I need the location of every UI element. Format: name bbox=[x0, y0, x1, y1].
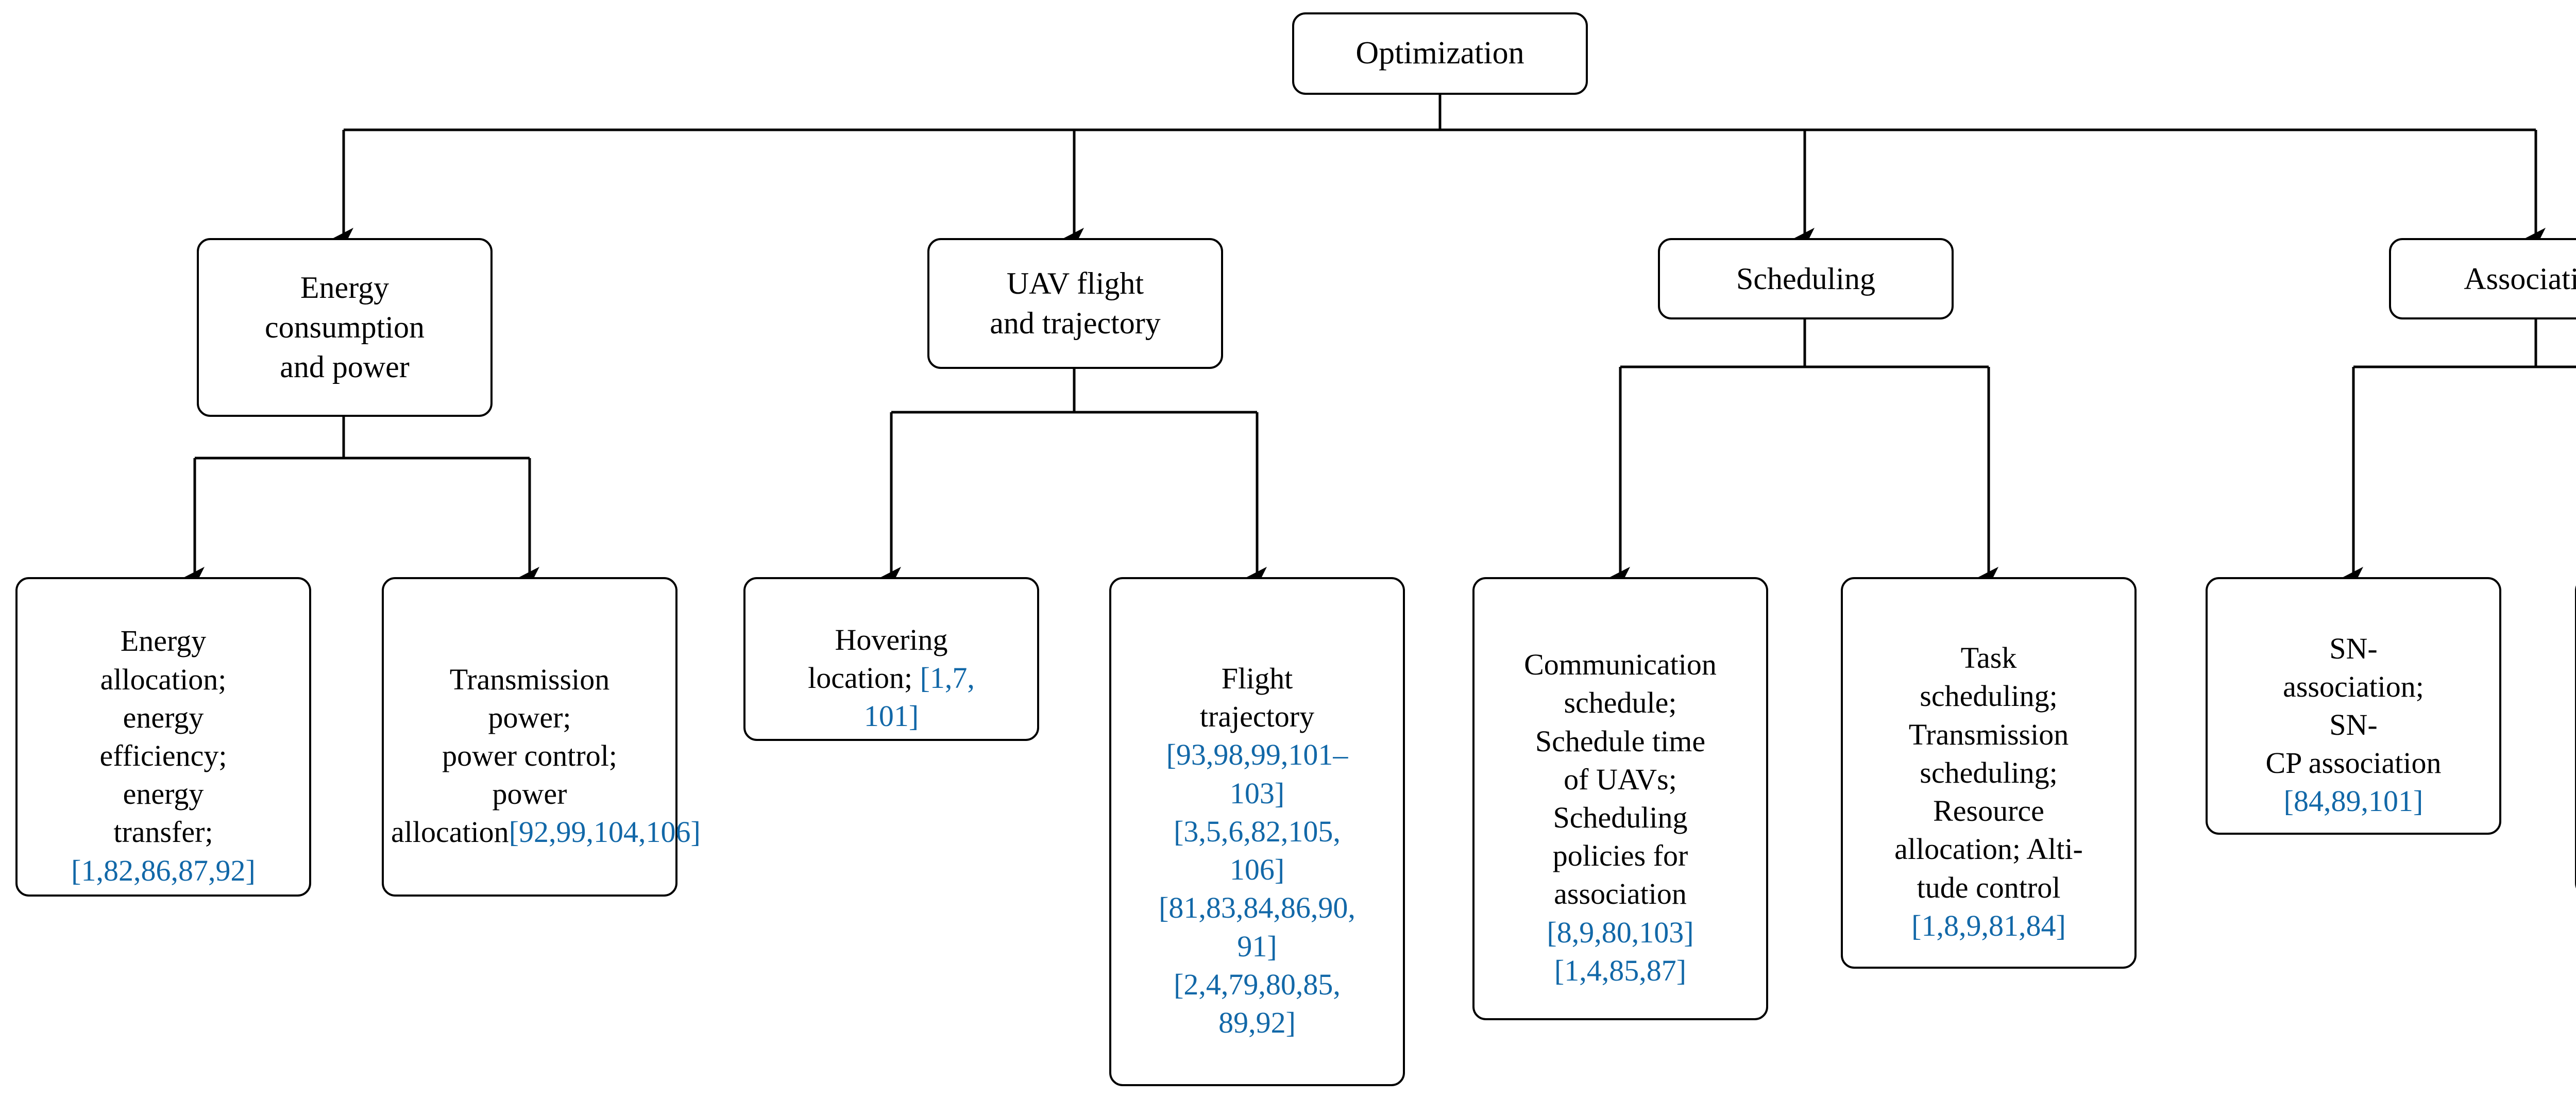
leaf-text: Energy allocation; energy efficiency; en… bbox=[99, 624, 227, 849]
node-leaf-transmission-power[interactable]: Transmission power; power control; power… bbox=[382, 577, 701, 897]
leaf-text: Communication schedule; Schedule time of… bbox=[1524, 648, 1717, 911]
leaf-citations: [1,7, 101] bbox=[863, 661, 975, 733]
node-leaf-sn-association[interactable]: SN- association; SN- CP association [84,… bbox=[2206, 577, 2501, 835]
node-label: Optimization bbox=[1355, 36, 1524, 71]
node-label: Scheduling bbox=[1736, 261, 1875, 296]
leaf-citations: [1,82,86,87,92] bbox=[71, 853, 256, 887]
node-leaf-energy-allocation[interactable]: Energy allocation; energy efficiency; en… bbox=[15, 577, 311, 897]
node-label: Association bbox=[2464, 261, 2576, 296]
leaf-citations: [92,99,104,106] bbox=[509, 815, 701, 849]
leaf-body: Flight trajectory [93,98,99,101– 103] [3… bbox=[1118, 621, 1396, 1042]
node-leaf-hovering-location[interactable]: Hovering location; [1,7, 101] bbox=[743, 577, 1039, 741]
node-leaf-communication-schedule[interactable]: Communication schedule; Schedule time of… bbox=[1472, 577, 1768, 1020]
leaf-body: SN- association; SN- CP association [84,… bbox=[2215, 591, 2492, 820]
node-branch-association[interactable]: Association bbox=[2389, 238, 2576, 319]
leaf-citations: [1,8,9,81,84] bbox=[1911, 908, 2066, 942]
node-branch-energy[interactable]: Energy consumption and power bbox=[197, 238, 493, 417]
leaf-body: Hovering location; [1,7, 101] bbox=[753, 583, 1030, 736]
leaf-citations: [93,98,99,101– 103] [3,5,6,82,105, 106] … bbox=[1159, 738, 1355, 1040]
node-leaf-flight-trajectory[interactable]: Flight trajectory [93,98,99,101– 103] [3… bbox=[1109, 577, 1405, 1086]
leaf-body: Task scheduling; Transmission scheduling… bbox=[1850, 601, 2127, 945]
leaf-body: Transmission power; power control; power… bbox=[391, 622, 701, 851]
node-root-optimization[interactable]: Optimization bbox=[1292, 12, 1588, 95]
node-branch-uav-flight[interactable]: UAV flight and trajectory bbox=[927, 238, 1223, 369]
leaf-body: Energy allocation; energy efficiency; en… bbox=[25, 584, 302, 890]
node-label: UAV flight and trajectory bbox=[990, 266, 1161, 340]
leaf-text: Task scheduling; Transmission scheduling… bbox=[1894, 641, 2083, 904]
leaf-text: Flight trajectory bbox=[1199, 661, 1315, 734]
leaf-citations: [84,89,101] bbox=[2283, 784, 2424, 818]
leaf-body: Communication schedule; Schedule time of… bbox=[1482, 607, 1759, 990]
node-branch-scheduling[interactable]: Scheduling bbox=[1658, 238, 1954, 319]
node-leaf-task-scheduling[interactable]: Task scheduling; Transmission scheduling… bbox=[1841, 577, 2137, 969]
leaf-citations: [8,9,80,103] [1,4,85,87] bbox=[1547, 915, 1694, 987]
leaf-text: SN- association; SN- CP association bbox=[2265, 631, 2442, 780]
leaf-text: Transmission power; power control; power… bbox=[391, 662, 617, 849]
leaf-text: Hovering location; bbox=[808, 622, 948, 695]
node-label: Energy consumption and power bbox=[265, 271, 425, 384]
